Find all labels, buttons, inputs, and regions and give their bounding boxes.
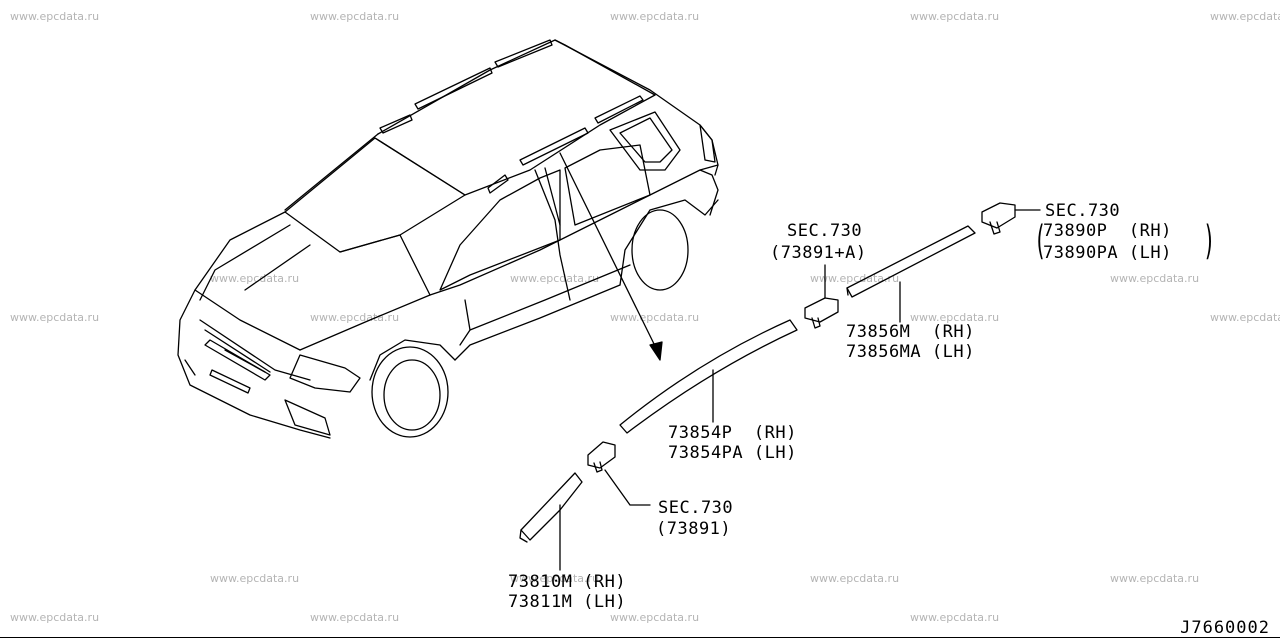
clip-73891	[587, 441, 651, 506]
watermark: www.epcdata.ru	[210, 272, 300, 285]
watermark: www.epcdata.ru	[510, 572, 600, 585]
watermark: www.epcdata.ru	[610, 10, 700, 23]
bottom-rule	[0, 637, 1280, 638]
watermark: www.epcdata.ru	[210, 572, 300, 585]
watermark: www.epcdata.ru	[910, 311, 1000, 324]
watermark: www.epcdata.ru	[510, 272, 600, 285]
watermark: www.epcdata.ru	[10, 611, 100, 624]
bracket-right: )	[1203, 218, 1216, 264]
watermark: www.epcdata.ru	[310, 311, 400, 324]
clip-73890p	[981, 202, 1041, 235]
watermark: www.epcdata.ru	[1210, 311, 1280, 324]
watermark: www.epcdata.ru	[810, 272, 900, 285]
bracket-left: (	[1034, 218, 1047, 264]
diagram-code: J7660002	[1180, 618, 1270, 638]
label-sec730-clip-a: SEC.730	[787, 221, 863, 241]
label-sec730-clip-b: SEC.730	[1045, 201, 1121, 221]
label-sec730-clip-c: SEC.730	[658, 498, 734, 518]
label-part-73810: 73810M (RH) 73811M (LH)	[508, 572, 627, 612]
watermark: www.epcdata.ru	[310, 611, 400, 624]
watermark: www.epcdata.ru	[1210, 10, 1280, 23]
watermark: www.epcdata.ru	[610, 611, 700, 624]
moulding-73810	[519, 472, 583, 571]
label-sec730-clip-c-part: (73891)	[656, 519, 732, 539]
clip-73891a	[804, 264, 839, 329]
label-part-73856: 73856M (RH) 73856MA (LH)	[846, 322, 975, 362]
watermark: www.epcdata.ru	[610, 311, 700, 324]
watermark: www.epcdata.ru	[310, 10, 400, 23]
car-illustration	[177, 39, 719, 439]
watermark: www.epcdata.ru	[1110, 572, 1200, 585]
label-part-73854: 73854P (RH) 73854PA (LH)	[668, 423, 797, 463]
label-sec730-clip-b-lh: 73890PA (LH)	[1043, 243, 1172, 263]
watermark: www.epcdata.ru	[10, 311, 100, 324]
label-sec730-clip-b-rh: 73890P (RH)	[1043, 221, 1172, 241]
watermark: www.epcdata.ru	[910, 611, 1000, 624]
label-sec730-clip-a-part: (73891+A)	[770, 243, 867, 263]
moulding-73854	[619, 319, 798, 434]
watermark: www.epcdata.ru	[810, 572, 900, 585]
moulding-73856	[846, 225, 976, 323]
watermark: www.epcdata.ru	[10, 10, 100, 23]
watermark: www.epcdata.ru	[1110, 272, 1200, 285]
watermark: www.epcdata.ru	[910, 10, 1000, 23]
